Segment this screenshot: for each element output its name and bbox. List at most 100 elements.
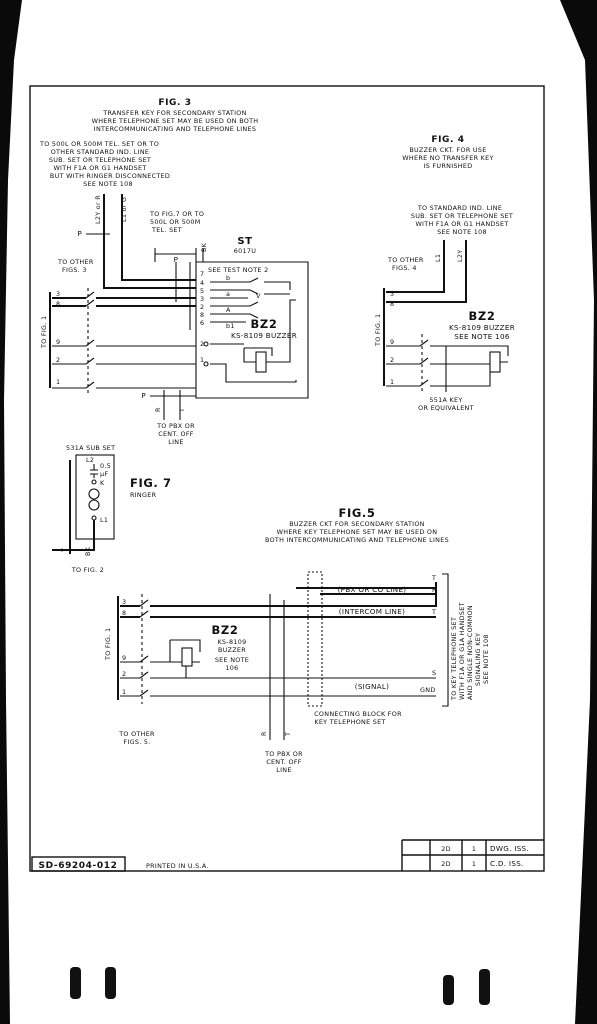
fig4-key-label: 551A KEY — [429, 396, 462, 404]
fig4-note-line: SUB. SET OR TELEPHONE SET — [411, 212, 513, 220]
title-block-issue: 2D — [441, 845, 451, 853]
fig4-to-fig1: TO FIG. 1 — [374, 314, 382, 347]
fig7-diagram: 531A SUB SET L2 0.5 µF K L1 Y BK TO FIG.… — [52, 444, 171, 574]
fig5-buzzer-model: SEE NOTE — [215, 656, 249, 664]
fig7-terminal-label: K — [100, 479, 105, 487]
fig3-to-fig7: TEL. SET — [151, 226, 182, 234]
fig3-contact-label: A — [226, 306, 231, 314]
fig4-key-contact — [419, 339, 429, 387]
fig5-to-other: FIGS. 5. — [123, 738, 150, 746]
binding-hole — [479, 969, 490, 1005]
fig5-line-signal: (SIGNAL) — [355, 682, 390, 691]
fig3-wire — [264, 281, 291, 295]
fig7-wire — [52, 460, 95, 554]
fig7-terminal — [91, 479, 97, 485]
fig3-line-number: 2 — [56, 356, 60, 364]
fig3-key-contact — [85, 291, 95, 389]
fig3-to-pbx: TO PBX OR — [156, 422, 195, 430]
fig3-r-label: R — [154, 407, 162, 412]
fig3-line-number: 1 — [56, 378, 60, 386]
fig3-to-pbx: LINE — [168, 438, 183, 446]
fig5-to-fig1: TO FIG. 1 — [104, 628, 112, 661]
fig7-subtitle: RINGER — [130, 491, 157, 499]
printed-in: PRINTED IN U.S.A. — [146, 862, 209, 870]
fig5-subtitle-line: BUZZER CKT FOR SECONDARY STATION — [289, 520, 425, 528]
fig3-to-fig1: TO FIG. 1 — [40, 316, 48, 349]
fig3-contact-label: V — [256, 292, 261, 300]
fig5-buzzer-wire — [169, 639, 201, 678]
fig7-terminal-label: L2 — [86, 456, 94, 464]
fig3-contact-label: a — [226, 290, 230, 298]
fig7-terminal — [91, 515, 97, 521]
fig5-connecting-block-label: CONNECTING BLOCK FOR — [314, 710, 402, 718]
fig5-to-pbx: CENT. OFF — [266, 758, 302, 766]
fig3-test-note: SEE TEST NOTE 2 — [208, 266, 268, 274]
fig7-capacitor — [90, 464, 98, 478]
fig4-subtitle-line: BUZZER CKT. FOR USE — [409, 146, 486, 154]
fig3-t-label: T — [178, 408, 186, 413]
fig4-buzzer-label: BZ2 — [469, 309, 496, 323]
fig3-buzzer-coil — [255, 351, 267, 373]
right-scan-edge — [560, 0, 597, 1024]
fig3-terminal-number: 2 — [200, 340, 204, 348]
fig3-p-label: P — [141, 391, 146, 400]
fig3-st-box — [195, 261, 309, 399]
drawing-number: SD-69204-012 — [39, 861, 118, 871]
title-block-num: 1 — [472, 845, 476, 853]
fig3-st-label: ST — [237, 236, 252, 247]
fig4-title: FIG. 4 — [431, 135, 464, 145]
fig4-wire — [390, 240, 445, 293]
fig5-line-number: 8 — [122, 609, 126, 617]
fig3-rt-leads — [163, 390, 181, 420]
fig3-terminal-number: 1 — [200, 356, 204, 364]
fig5-to-pbx: TO PBX OR — [264, 750, 303, 758]
fig7-y-label: Y — [60, 548, 68, 553]
fig3-wire — [103, 194, 196, 289]
fig5-subtitle-line: BOTH INTERCOMMUNICATING AND TELEPHONE LI… — [265, 536, 449, 544]
fig4-line-number: 1 — [390, 378, 394, 386]
fig7-bk-label: BK — [84, 546, 92, 556]
fig3-buzzer-wire — [243, 299, 296, 363]
fig3-terminal-number: 2 — [200, 303, 204, 311]
fig3-wire — [210, 343, 297, 383]
fig3-terminal-number: 6 — [200, 319, 204, 327]
fig5-right-term: T — [431, 574, 436, 582]
fig5-line-number: 2 — [122, 670, 126, 678]
fig4-to-other: TO OTHER — [387, 256, 424, 264]
fig3-to-other: TO OTHER — [57, 258, 94, 266]
fig3-note-line: SEE NOTE 108 — [83, 180, 133, 188]
fig3-subtitle-line: INTERCOMMUNICATING AND TELEPHONE LINES — [94, 125, 256, 133]
left-scan-edge — [0, 0, 22, 1024]
fig5-buzzer-label: BZ2 — [212, 623, 239, 637]
fig5-line-number: 3 — [122, 598, 126, 606]
fig4-line-wire — [386, 291, 390, 303]
fig3-note-line: BUT WITH RINGER DISCONNECTED — [50, 172, 170, 180]
fig5-to-key-set: SEE NOTE 108 — [482, 634, 490, 684]
fig4-line-wire — [386, 345, 490, 387]
fig4-line-number: 8 — [390, 300, 394, 308]
fig5-line-number: 1 — [122, 688, 126, 696]
fig3-subtitle-line: WHERE TELEPHONE SET MAY BE USED ON BOTH — [92, 117, 259, 125]
fig7-terminal-label: L1 — [100, 516, 108, 524]
fig3-st-model: 6017U — [234, 247, 256, 255]
fig5-buzzer-model: BUZZER — [218, 646, 246, 654]
fig5-line-wire — [120, 582, 437, 607]
fig3-line-number: 8 — [56, 300, 60, 308]
fig4-wire — [390, 240, 467, 303]
fig3-lead-label: L1 or G — [120, 197, 128, 222]
fig3-buzzer-label: BZ2 — [251, 317, 278, 331]
fig3-title: FIG. 3 — [158, 98, 191, 108]
fig4-note-line: WITH F1A OR G1 HANDSET — [415, 220, 508, 228]
fig5-right-term: R — [432, 586, 437, 594]
fig3-p-label: P — [174, 255, 179, 264]
fig4-buzzer-coil — [489, 351, 501, 373]
fig5-to-pbx: LINE — [276, 766, 291, 774]
fig4-buzzer-wire — [470, 345, 509, 387]
title-block-label: DWG. ISS. — [490, 844, 529, 853]
fig3-terminal — [203, 341, 209, 347]
fig7-cap-value: µF — [100, 470, 108, 478]
fig7-ringer-coil — [88, 499, 100, 511]
fig5-key-contact — [139, 599, 149, 697]
fig4-line-number: 9 — [390, 338, 394, 346]
fig5-diagram: FIG.5 BUZZER CKT FOR SECONDARY STATION W… — [104, 506, 490, 774]
